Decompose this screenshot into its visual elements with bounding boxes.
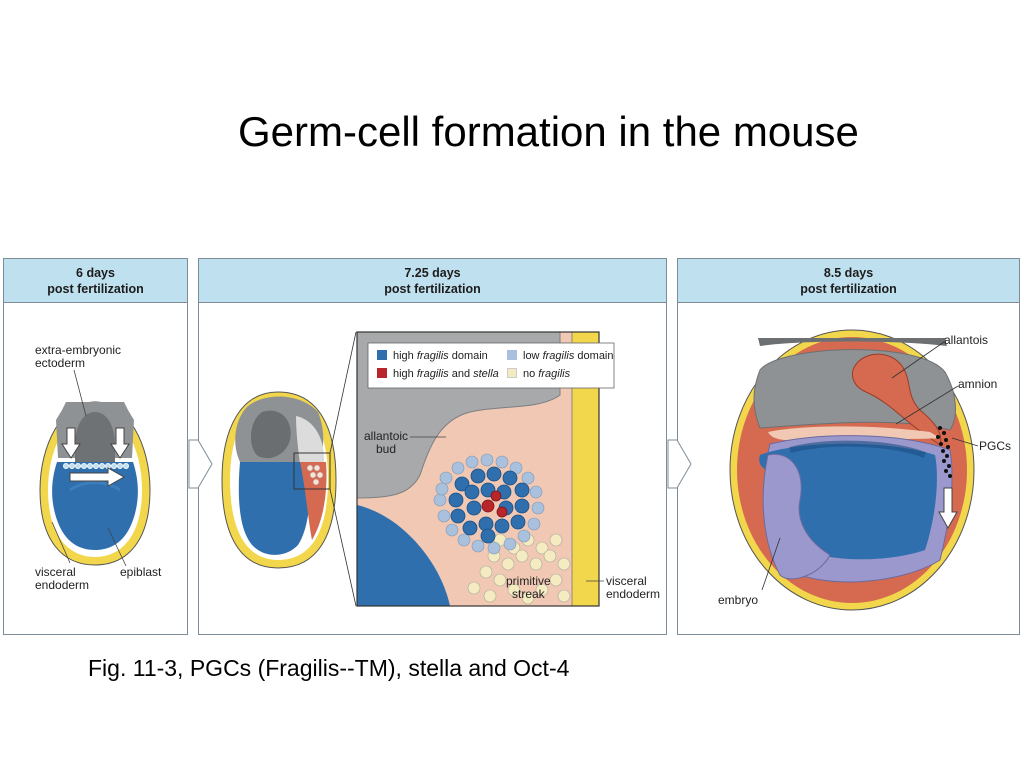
panel-header-line2: post fertilization [47, 282, 144, 296]
embryo-8-5-days [729, 329, 979, 611]
high-fragilis-cells [448, 466, 530, 544]
label-line: endoderm [606, 587, 661, 601]
slide-title: Germ-cell formation in the mouse [238, 108, 859, 155]
label-visceral-endoderm-zoom: visceral endoderm [606, 575, 660, 601]
label-line: primitive [506, 574, 551, 588]
legend-text: high fragilis domain [393, 350, 488, 362]
label-pgcs: PGCs [979, 439, 1012, 453]
panel-header-line1: 6 days [76, 266, 115, 280]
zoom-box [356, 331, 615, 607]
embryo-6-days [39, 369, 151, 567]
stella-cell [496, 506, 508, 518]
legend-high-fragilis: high fragilis domain [377, 350, 488, 362]
epiblast-cells [63, 462, 130, 469]
label-allantoic-bud: allantoic bud [364, 430, 408, 456]
label-line: bud [376, 442, 397, 456]
figure-caption: Fig. 11-3, PGCs (Fragilis--TM), stella a… [88, 655, 570, 681]
legend-swatch-low-fragilis [507, 350, 517, 360]
label-line: endoderm [35, 578, 90, 592]
legend-swatch-stella [377, 368, 387, 378]
label-epiblast: epiblast [120, 565, 162, 579]
label-line: ectoderm [35, 356, 86, 370]
down-arrow-icon [938, 487, 958, 530]
legend-no-fragilis: no fragilis [507, 368, 570, 380]
label-allantois: allantois [944, 333, 989, 347]
legend-box [367, 342, 615, 389]
down-arrow-icon [61, 427, 81, 459]
no-fragilis-cells [467, 533, 571, 605]
label-line: extra-embryonic [35, 343, 122, 357]
label-primitive-streak: primitive streak [506, 575, 551, 601]
next-chevron-icon [188, 439, 213, 489]
next-chevron-icon [667, 439, 692, 489]
label-line: visceral [35, 565, 76, 579]
label-embryo: embryo [718, 593, 759, 607]
legend-text: low fragilis domain [523, 350, 614, 362]
legend-swatch-no-fragilis [507, 368, 517, 378]
pgc-dots [936, 426, 952, 478]
label-line: streak [511, 587, 545, 601]
label-amnion: amnion [958, 377, 998, 391]
label-visceral-endoderm: visceral endoderm [35, 566, 89, 592]
legend-low-fragilis: low fragilis domain [507, 350, 614, 362]
legend-swatch-high-fragilis [377, 350, 387, 360]
panel-header: 6 days post fertilization [4, 259, 187, 303]
panel-header-line2: post fertilization [384, 282, 481, 296]
stella-cell [481, 499, 495, 513]
panel-header-line1: 8.5 days [823, 266, 874, 280]
stella-cell [490, 490, 502, 502]
legend-high-fragilis-stella: high fragilis and stella [377, 368, 499, 380]
panel-header-line1: 7.25 days [404, 266, 461, 280]
panel-header-line2: post fertilization [800, 282, 897, 296]
embryo-7-25-days [221, 331, 357, 607]
panel-header: 8.5 days post fertilization [678, 259, 1019, 303]
label-extra-embryonic-ectoderm: extra-embryonic ectoderm [35, 344, 121, 370]
legend-text: no fragilis [523, 368, 571, 380]
label-line: visceral [606, 574, 647, 588]
label-line: allantoic [364, 429, 409, 443]
panel-header: 7.25 days post fertilization [199, 259, 666, 303]
down-arrow-icon [110, 427, 130, 459]
right-arrow-icon [69, 467, 126, 487]
legend-text: high fragilis and stella [393, 368, 499, 380]
